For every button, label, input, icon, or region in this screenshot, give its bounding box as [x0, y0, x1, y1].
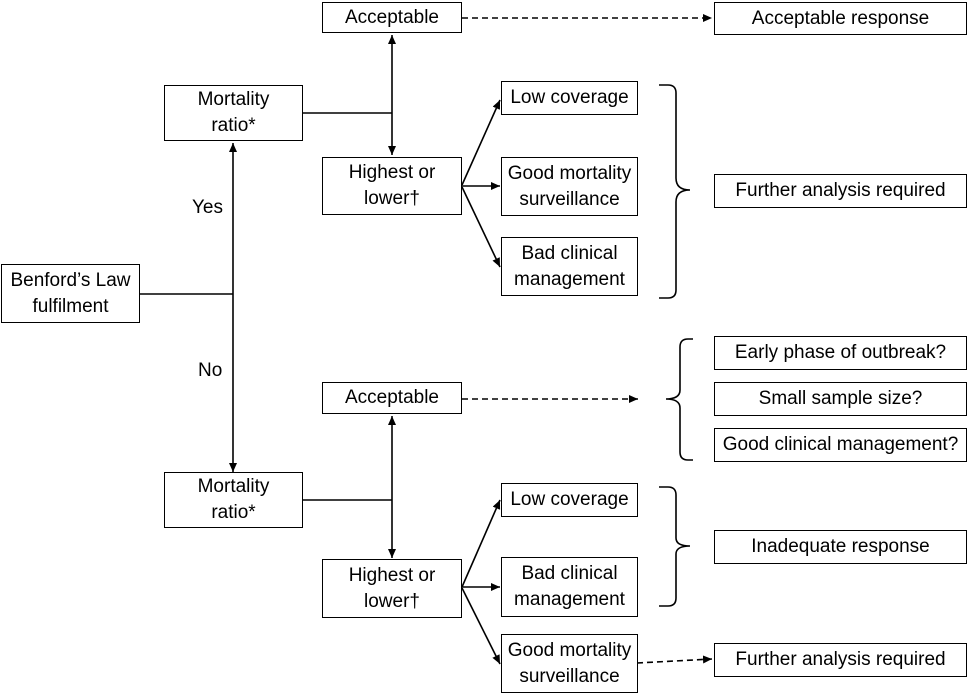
yes-mortality-ratio-box: Mortality ratio* [164, 85, 303, 141]
yes-label: Yes [192, 197, 223, 218]
yes-further-analysis-box: Further analysis required [714, 174, 967, 208]
no-questions-brace [665, 338, 693, 461]
yes-bad-clinical-management-box: Bad clinical management [501, 237, 638, 296]
yes-brace [659, 84, 691, 299]
no-brace [659, 486, 691, 607]
yes-good-mortality-surveillance-box: Good mortality surveillance [501, 157, 638, 216]
no-surveillance-arrow [461, 587, 501, 665]
acceptable-response-box: Acceptable response [714, 2, 967, 35]
no-bad-clinical-management-box: Bad clinical management [501, 557, 638, 617]
small-sample-box: Small sample size? [714, 382, 967, 416]
no-further-analysis-box: Further analysis required [714, 643, 967, 677]
inadequate-response-box: Inadequate response [714, 530, 967, 564]
no-highest-or-lower-box: Highest or lower† [322, 559, 462, 618]
yes-low-coverage-arrow [461, 99, 501, 186]
no-acceptable-box: Acceptable [322, 382, 462, 414]
benfords-law-box: Benford’s Law fulfilment [1, 264, 140, 323]
no-good-mortality-surveillance-box: Good mortality surveillance [501, 634, 638, 693]
good-clinical-management-question-box: Good clinical management? [714, 428, 967, 462]
no-label: No [198, 360, 223, 381]
yes-acceptable-box: Acceptable [322, 2, 462, 33]
yes-low-coverage-box: Low coverage [501, 81, 638, 115]
no-mortality-ratio-box: Mortality ratio* [164, 472, 303, 528]
yes-highest-or-lower-box: Highest or lower† [322, 157, 462, 215]
no-low-coverage-box: Low coverage [501, 483, 638, 517]
no-low-coverage-arrow [461, 499, 501, 588]
early-phase-box: Early phase of outbreak? [714, 336, 967, 370]
no-surveillance-dashed-arrow [636, 655, 713, 664]
yes-clinical-arrow [461, 186, 501, 268]
